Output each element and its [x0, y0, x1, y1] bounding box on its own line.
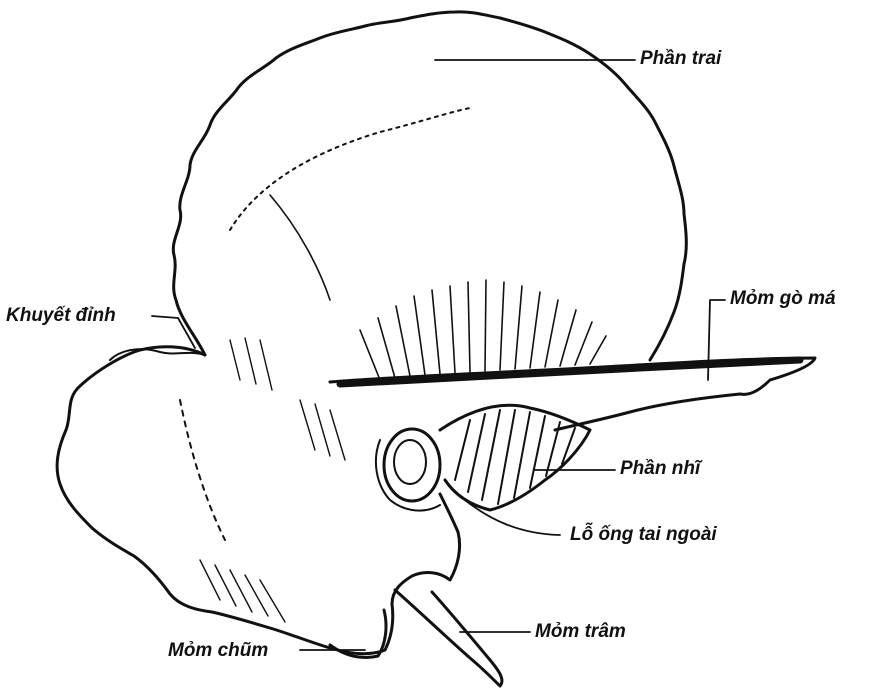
- mastoid-dashed-line: [180, 400, 225, 540]
- label-zygomatic-process: Mỏm gò má: [730, 288, 836, 310]
- label-parietal-notch: Khuyết đỉnh: [6, 305, 116, 327]
- squamous-part-outline: [173, 12, 686, 360]
- label-squamous: Phần trai: [640, 48, 721, 70]
- leader-zygomatic: [708, 300, 725, 380]
- tympanic-hatching: [455, 410, 575, 504]
- squamous-hatching: [360, 280, 606, 380]
- squamous-groove: [270, 195, 330, 300]
- acoustic-meatus-inner: [394, 440, 426, 484]
- styloid-process-outline: [395, 590, 502, 686]
- label-styloid-process: Mỏm trâm: [535, 621, 626, 643]
- label-mastoid-process: Mỏm chũm: [168, 640, 268, 662]
- mastoid-portion-outline: [57, 347, 459, 654]
- label-external-acoustic-meatus: Lỗ ống tai ngoài: [570, 524, 717, 546]
- temporal-line-dotted: [230, 108, 470, 230]
- mastoid-hatching: [200, 338, 345, 622]
- leader-parietal-notch: [152, 316, 195, 348]
- label-tympanic-part: Phần nhĩ: [620, 458, 700, 480]
